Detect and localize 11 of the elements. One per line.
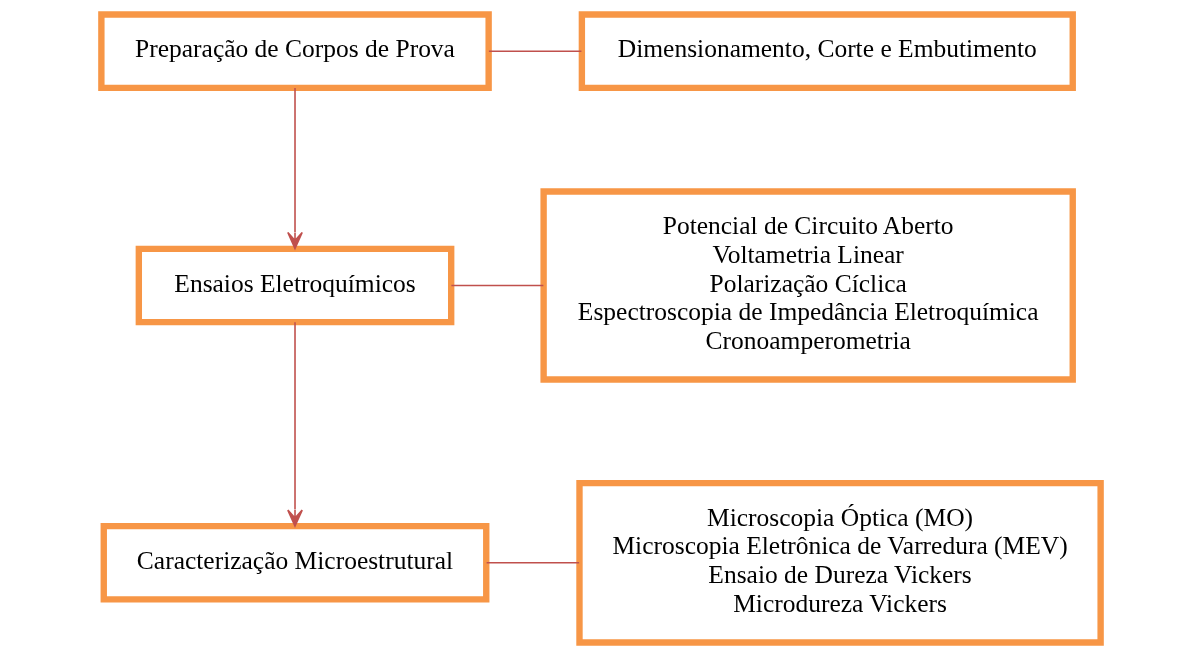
- connector: [485, 561, 580, 564]
- arrow: [286, 87, 303, 250]
- node-box: Caracterização Microestrutural: [100, 522, 489, 603]
- connector: [487, 50, 582, 52]
- node-box: Dimensionamento, Corte e Embutimento: [578, 11, 1076, 92]
- node-box: Microscopia Óptica (MO) Microscopia Eletrônica de Varredura (MEV) Ensaio de Dureza Vickers Microdureza Vickers: [575, 479, 1104, 646]
- connector: [450, 284, 544, 287]
- arrow: [286, 321, 303, 527]
- node-box: Ensaios Eletroquímicos: [135, 245, 454, 326]
- node-box: Potencial de Circuito Aberto Voltametria Linear Polarização Cíclica Espectroscopia de Impedância Eletroquímica Cronoamperometria: [539, 188, 1076, 383]
- node-box: Preparação de Corpos de Prova: [97, 11, 492, 92]
